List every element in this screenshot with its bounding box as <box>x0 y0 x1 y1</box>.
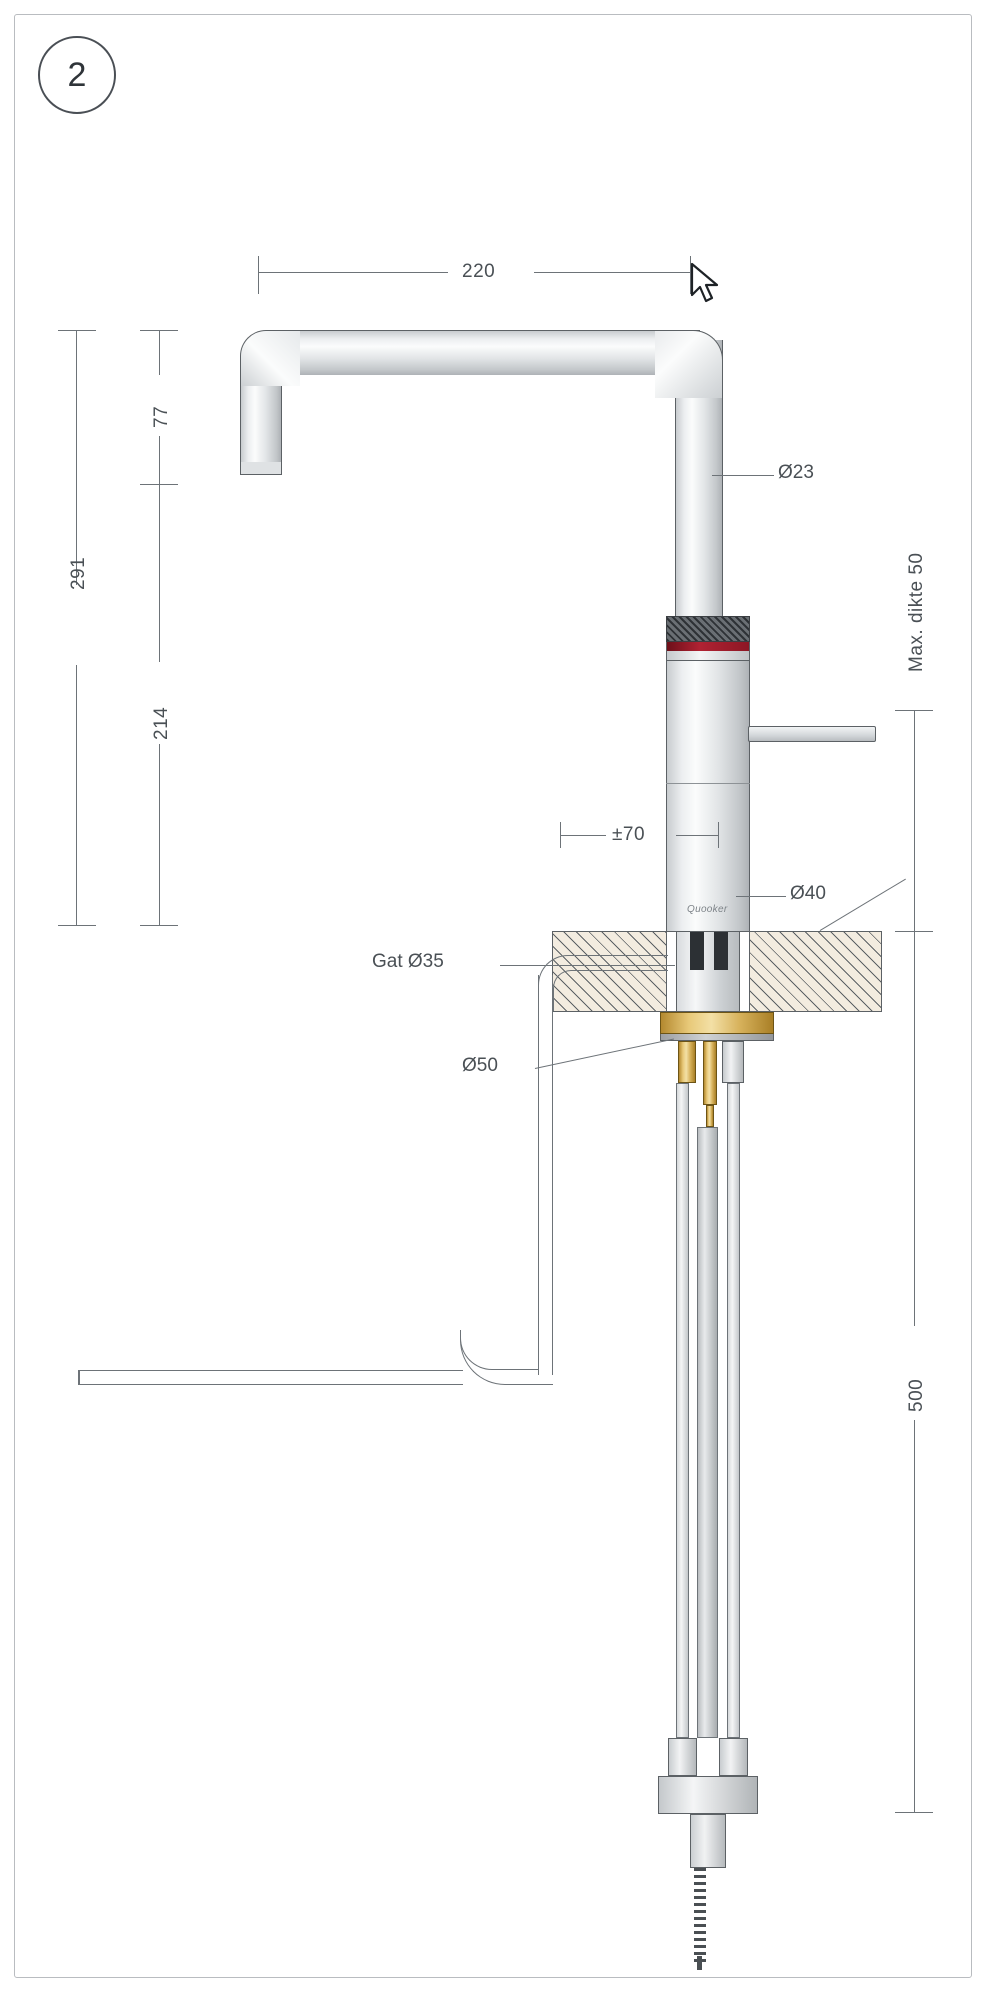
knurled-ring <box>666 616 750 642</box>
dia50-label: Ø50 <box>462 1055 498 1076</box>
hose-top-bend <box>538 955 668 1011</box>
tube-center <box>697 1127 718 1738</box>
dim-70-line-right <box>676 835 719 837</box>
dim-220-left-tick <box>258 256 260 294</box>
brass-nipple <box>706 1105 714 1127</box>
dia40-leader <box>736 896 786 898</box>
mouse-pointer-icon <box>690 262 724 306</box>
tube-coil <box>694 1868 706 1964</box>
spout-nozzle-tip <box>240 462 282 475</box>
dim-77-label: 77 <box>151 405 172 428</box>
dim-220-label: 220 <box>462 261 496 282</box>
shank-through-hole <box>676 932 740 1011</box>
dim-70-line-left <box>560 835 606 837</box>
dim-291-label: 291 <box>68 556 89 590</box>
spout-arm <box>280 330 700 375</box>
tube-endpiece <box>690 1814 726 1868</box>
dim-220-line-right <box>534 272 691 274</box>
tube-fitting-right <box>719 1738 748 1776</box>
dim-77-line-lower <box>159 436 161 484</box>
dia40-label: Ø40 <box>790 883 826 904</box>
step-number: 2 <box>67 55 87 94</box>
dim-500-label: 500 <box>906 1378 927 1412</box>
shank-bore-left <box>690 932 704 970</box>
dim-214-label: 214 <box>151 706 172 740</box>
hose-horizontal <box>78 1370 463 1385</box>
dim-214-line-lower <box>159 744 161 925</box>
dia23-label: Ø23 <box>778 462 814 483</box>
mounting-plate-shadow <box>660 1034 774 1041</box>
max-dikte-line <box>914 710 916 931</box>
spout-corner-left <box>240 330 300 386</box>
gat-label: Gat Ø35 <box>372 951 444 972</box>
tube-manifold <box>658 1776 758 1814</box>
brass-fitting-left <box>678 1041 696 1083</box>
dim-70-label: ±70 <box>612 824 646 845</box>
body-seam-1 <box>666 783 750 784</box>
ring-spacer <box>666 651 750 661</box>
dia23-leader <box>712 475 774 477</box>
shank-bore-right <box>714 932 728 970</box>
tube-outer-right <box>727 1083 740 1738</box>
hose-end-cap <box>78 1370 80 1385</box>
dim-500-bottom-tick <box>895 1812 933 1814</box>
flexible-hose-vertical <box>538 975 553 1375</box>
dim-291-line-upper <box>76 330 78 585</box>
gat-leader <box>500 965 675 967</box>
red-indicator-band <box>666 642 750 651</box>
tube-outer-left <box>676 1083 689 1738</box>
spout-nozzle <box>240 375 282 475</box>
dim-291-bottom-tick <box>58 925 96 927</box>
steel-fitting-right <box>722 1041 744 1083</box>
dim-220-right-tick <box>690 256 692 294</box>
dim-214-bottom-tick <box>140 925 178 927</box>
dim-77-line-upper <box>159 330 161 375</box>
hose-top-bend-inner <box>553 970 668 1011</box>
dim-214-line-upper <box>159 484 161 662</box>
step-number-badge: 2 <box>38 36 116 114</box>
faucet-body <box>666 661 750 951</box>
brass-stem <box>703 1041 717 1105</box>
spout-corner-right <box>655 330 723 398</box>
brand-logo: Quooker <box>687 904 728 915</box>
dim-220-line-left <box>258 272 448 274</box>
max-dikte-label: Max. dikte 50 <box>906 552 927 673</box>
mounting-plate <box>660 1012 774 1034</box>
dim-500-line-lower <box>914 1420 916 1812</box>
tube-fitting-left <box>668 1738 697 1776</box>
handle-lever <box>748 726 876 742</box>
dim-500-line-upper <box>914 931 916 1326</box>
dim-291-line-lower <box>76 665 78 925</box>
tube-coil-tip <box>697 1956 702 1970</box>
